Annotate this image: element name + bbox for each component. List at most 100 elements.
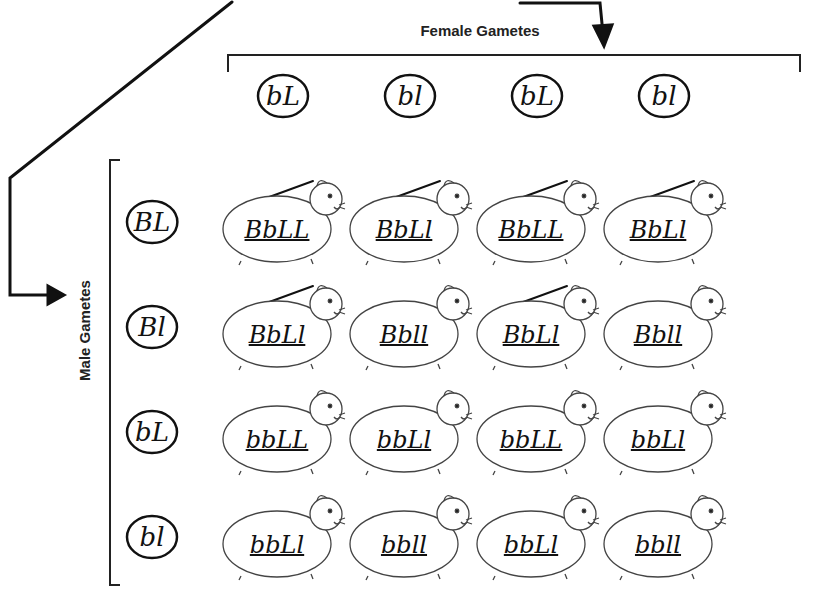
- guinea-pig-head: [691, 498, 723, 530]
- gamete-circle: bl: [383, 73, 437, 119]
- offspring-cell: bbLL: [221, 387, 345, 477]
- genotype-text: bl: [637, 81, 691, 111]
- genotype-text: bbLl: [504, 531, 558, 559]
- guinea-pig-ear: [571, 391, 581, 396]
- guinea-pig-eye: [582, 299, 586, 303]
- genotype-text: BbLL: [499, 216, 564, 244]
- guinea-pig-eye: [455, 299, 459, 303]
- genotype-text: bbLl: [250, 531, 304, 559]
- guinea-pig-ear: [571, 496, 581, 501]
- guinea-pig-head: [437, 498, 469, 530]
- guinea-pig-head: [564, 183, 596, 215]
- guinea-pig-whiskers: [461, 203, 472, 209]
- arrowhead: [594, 25, 612, 46]
- genotype-text: bl: [125, 522, 179, 552]
- guinea-pig-feet: [620, 364, 694, 370]
- guinea-pig-feet: [620, 574, 694, 580]
- guinea-pig-head: [564, 393, 596, 425]
- guinea-pig-eye: [455, 404, 459, 408]
- gamete-circle: BL: [125, 199, 179, 245]
- guinea-pig-ear: [317, 181, 327, 186]
- guinea-pig-ear: [698, 496, 708, 501]
- offspring-cell: BbLl: [602, 177, 726, 267]
- guinea-pig-feet: [620, 259, 694, 265]
- guinea-pig-eye: [328, 299, 332, 303]
- guinea-pig-eye: [709, 404, 713, 408]
- offspring-cell: BbLL: [221, 177, 345, 267]
- guinea-pig-eye: [455, 509, 459, 513]
- offspring-cell: Bbll: [348, 282, 472, 372]
- genotype-text: Bbll: [634, 321, 682, 349]
- bracket: [228, 55, 800, 72]
- genotype-text: Bbll: [380, 321, 428, 349]
- guinea-pig-whiskers: [588, 413, 599, 419]
- offspring-cell: bbLl: [348, 387, 472, 477]
- guinea-pig-feet: [366, 364, 440, 370]
- offspring-cell: bbLl: [602, 387, 726, 477]
- guinea-pig-head: [310, 288, 342, 320]
- guinea-pig-eye: [328, 194, 332, 198]
- genotype-text: bbLL: [246, 426, 309, 454]
- gamete-circle: bl: [125, 514, 179, 560]
- bracket: [110, 160, 120, 585]
- guinea-pig-feet: [239, 259, 313, 265]
- guinea-pig-whiskers: [588, 518, 599, 524]
- offspring-cell: BbLl: [348, 177, 472, 267]
- guinea-pig-whiskers: [715, 413, 726, 419]
- guinea-pig-ear: [444, 496, 454, 501]
- guinea-pig-ear: [444, 286, 454, 291]
- genotype-text: bbLl: [377, 426, 431, 454]
- guinea-pig-eye: [328, 509, 332, 513]
- guinea-pig-feet: [239, 364, 313, 370]
- axis-label: Female Gametes: [420, 22, 539, 39]
- guinea-pig-eye: [582, 404, 586, 408]
- gamete-circle: bL: [510, 73, 564, 119]
- genotype-text: bL: [125, 417, 179, 447]
- guinea-pig-feet: [493, 364, 567, 370]
- genotype-text: bl: [383, 81, 437, 111]
- offspring-cell: bbll: [348, 492, 472, 582]
- gamete-circle: bl: [637, 73, 691, 119]
- guinea-pig-feet: [493, 469, 567, 475]
- genotype-text: bbLL: [500, 426, 563, 454]
- guinea-pig-ear: [698, 391, 708, 396]
- guinea-pig-feet: [239, 469, 313, 475]
- guinea-pig-ear: [444, 181, 454, 186]
- genotype-text: BbLL: [245, 216, 310, 244]
- guinea-pig-whiskers: [715, 518, 726, 524]
- offspring-cell: bbLl: [475, 492, 599, 582]
- guinea-pig-feet: [620, 469, 694, 475]
- guinea-pig-feet: [239, 574, 313, 580]
- offspring-cell: Bbll: [602, 282, 726, 372]
- guinea-pig-feet: [366, 469, 440, 475]
- guinea-pig-whiskers: [715, 308, 726, 314]
- guinea-pig-head: [437, 183, 469, 215]
- arrowhead: [48, 286, 64, 304]
- genotype-text: BbLl: [249, 321, 306, 349]
- gamete-circle: bL: [256, 73, 310, 119]
- guinea-pig-feet: [366, 574, 440, 580]
- guinea-pig-head: [310, 498, 342, 530]
- guinea-pig-head: [310, 393, 342, 425]
- guinea-pig-eye: [582, 509, 586, 513]
- gamete-circle: bL: [125, 409, 179, 455]
- guinea-pig-head: [564, 288, 596, 320]
- guinea-pig-ear: [571, 286, 581, 291]
- guinea-pig-eye: [455, 194, 459, 198]
- pointer-arrow-line: [10, 2, 232, 295]
- guinea-pig-head: [691, 393, 723, 425]
- offspring-cell: BbLl: [475, 282, 599, 372]
- offspring-cell: BbLL: [475, 177, 599, 267]
- guinea-pig-eye: [709, 299, 713, 303]
- guinea-pig-ear: [317, 496, 327, 501]
- guinea-pig-head: [310, 183, 342, 215]
- genotype-text: bbll: [635, 531, 681, 559]
- guinea-pig-eye: [582, 194, 586, 198]
- guinea-pig-whiskers: [334, 308, 345, 314]
- guinea-pig-whiskers: [461, 518, 472, 524]
- guinea-pig-head: [437, 393, 469, 425]
- guinea-pig-ear: [317, 286, 327, 291]
- guinea-pig-feet: [493, 574, 567, 580]
- guinea-pig-head: [437, 288, 469, 320]
- genotype-text: bbll: [381, 531, 427, 559]
